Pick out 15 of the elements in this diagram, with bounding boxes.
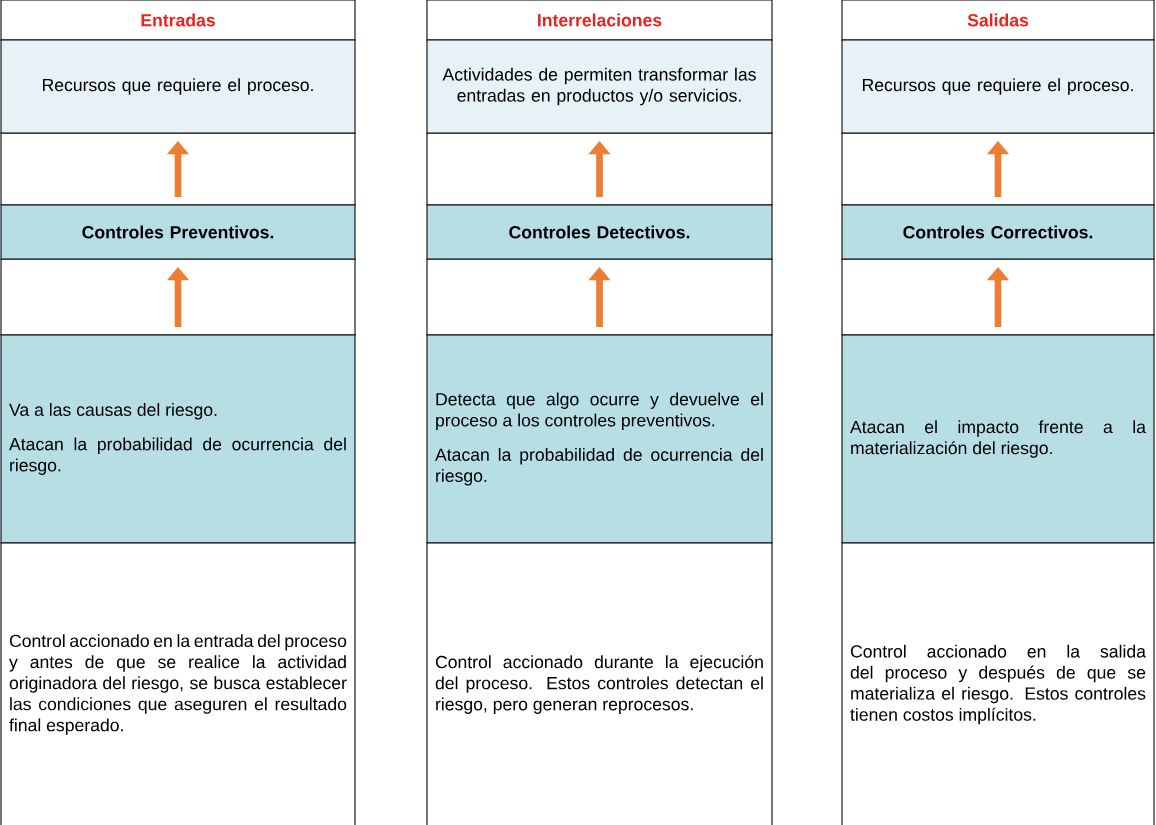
resource-cell: Recursos que requiere el proceso.: [0, 39, 356, 134]
column-header: Interrelaciones: [426, 0, 773, 41]
control-type-cell: Controles Preventivos.: [0, 204, 356, 260]
description-cell: Va a las causas del riesgo. Atacan la probabilidad de ocurrencia del riesgo.: [0, 334, 356, 544]
control-type-cell: Controles Correctivos.: [841, 204, 1155, 260]
column-header: Salidas: [841, 0, 1155, 41]
description-cell: Atacan el impacto frente a la materialización del riesgo.: [841, 334, 1155, 544]
control-type-cell: Controles Detectivos.: [426, 204, 773, 260]
description-cell: Detecta que algo ocurre y devuelve el proceso a los controles preventivos. Atacan la probabilidad de ocurrencia del riesgo.: [426, 334, 773, 544]
column-header: Entradas: [0, 0, 356, 41]
explanation-cell: Control accionado en la salida del proceso y después de que se materializa el riesgo. Estos controles tienen costos implícitos.: [841, 542, 1155, 825]
explanation-cell: Control accionado durante la ejecución del proceso. Estos controles detectan el riesgo, pero generan reprocesos.: [426, 542, 773, 825]
resource-cell: Recursos que requiere el proceso.: [841, 39, 1155, 134]
explanation-cell: Control accionado en la entrada del proceso y antes de que se realice la actividad originadora del riesgo, se busca establecer las condiciones que aseguren el resultado final esperado.: [0, 542, 356, 825]
resource-cell: Actividades de permiten transformar las entradas en productos y/o servicios.: [426, 39, 773, 134]
